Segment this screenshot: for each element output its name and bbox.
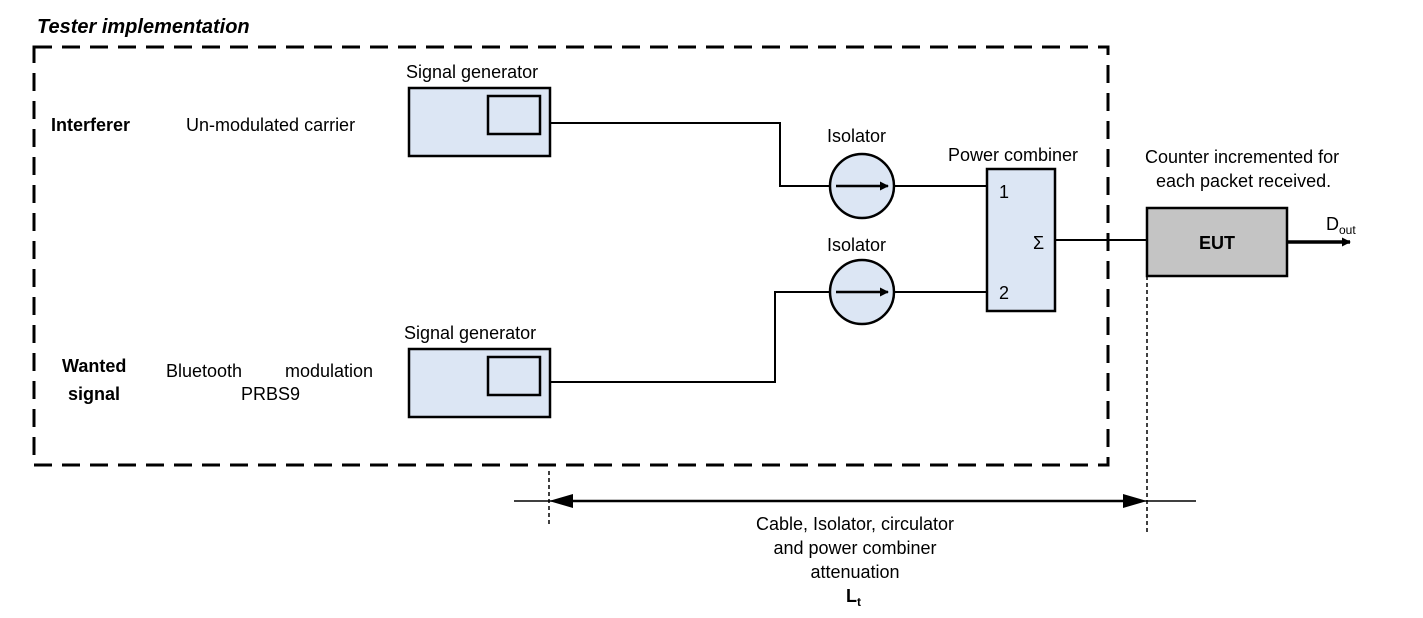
power-combiner — [985, 167, 1057, 313]
attenuation-text-line2: and power combiner — [773, 538, 936, 558]
wanted-label-line1: Wanted — [62, 356, 126, 376]
interferer-signal-generator — [407, 86, 552, 158]
generator-display-icon — [486, 355, 542, 397]
power-combiner-label: Power combiner — [948, 145, 1078, 165]
isolator-top — [828, 152, 896, 220]
attenuation-text-line1: Cable, Isolator, circulator — [756, 514, 954, 534]
interferer-generator-label: Signal generator — [406, 62, 538, 82]
isolator-top-label: Isolator — [827, 126, 886, 146]
wanted-label-line2: signal — [68, 384, 120, 404]
interferer-label: Interferer — [51, 115, 130, 135]
wanted-signal-line1b: modulation — [285, 361, 373, 381]
tester-boundary — [32, 45, 1110, 467]
attenuation-symbol: Lt — [846, 586, 861, 609]
wanted-signal-line2: PRBS9 — [241, 384, 300, 404]
combiner-port-1: 1 — [999, 182, 1009, 202]
isolator-bottom-label: Isolator — [827, 235, 886, 255]
wanted-generator-label: Signal generator — [404, 323, 536, 343]
wanted-wire — [550, 291, 830, 383]
generator-display-icon — [486, 94, 542, 136]
interferer-wire — [550, 122, 830, 187]
attenuation-text-line3: attenuation — [810, 562, 899, 582]
combiner-sum-symbol: Σ — [1033, 233, 1044, 253]
tester-implementation-title: Tester implementation — [37, 16, 250, 38]
eut-box — [1145, 206, 1289, 278]
output-label: Dout — [1326, 214, 1356, 237]
interferer-signal-label: Un-modulated carrier — [186, 115, 355, 135]
combiner-port-2: 2 — [999, 283, 1009, 303]
isolator-bottom — [828, 258, 896, 326]
counter-text-line1: Counter incremented for — [1145, 147, 1339, 167]
wanted-signal-line1a: Bluetooth — [166, 361, 242, 381]
counter-text-line2: each packet received. — [1156, 171, 1331, 191]
wanted-signal-generator — [407, 347, 552, 419]
eut-label: EUT — [1199, 233, 1235, 253]
